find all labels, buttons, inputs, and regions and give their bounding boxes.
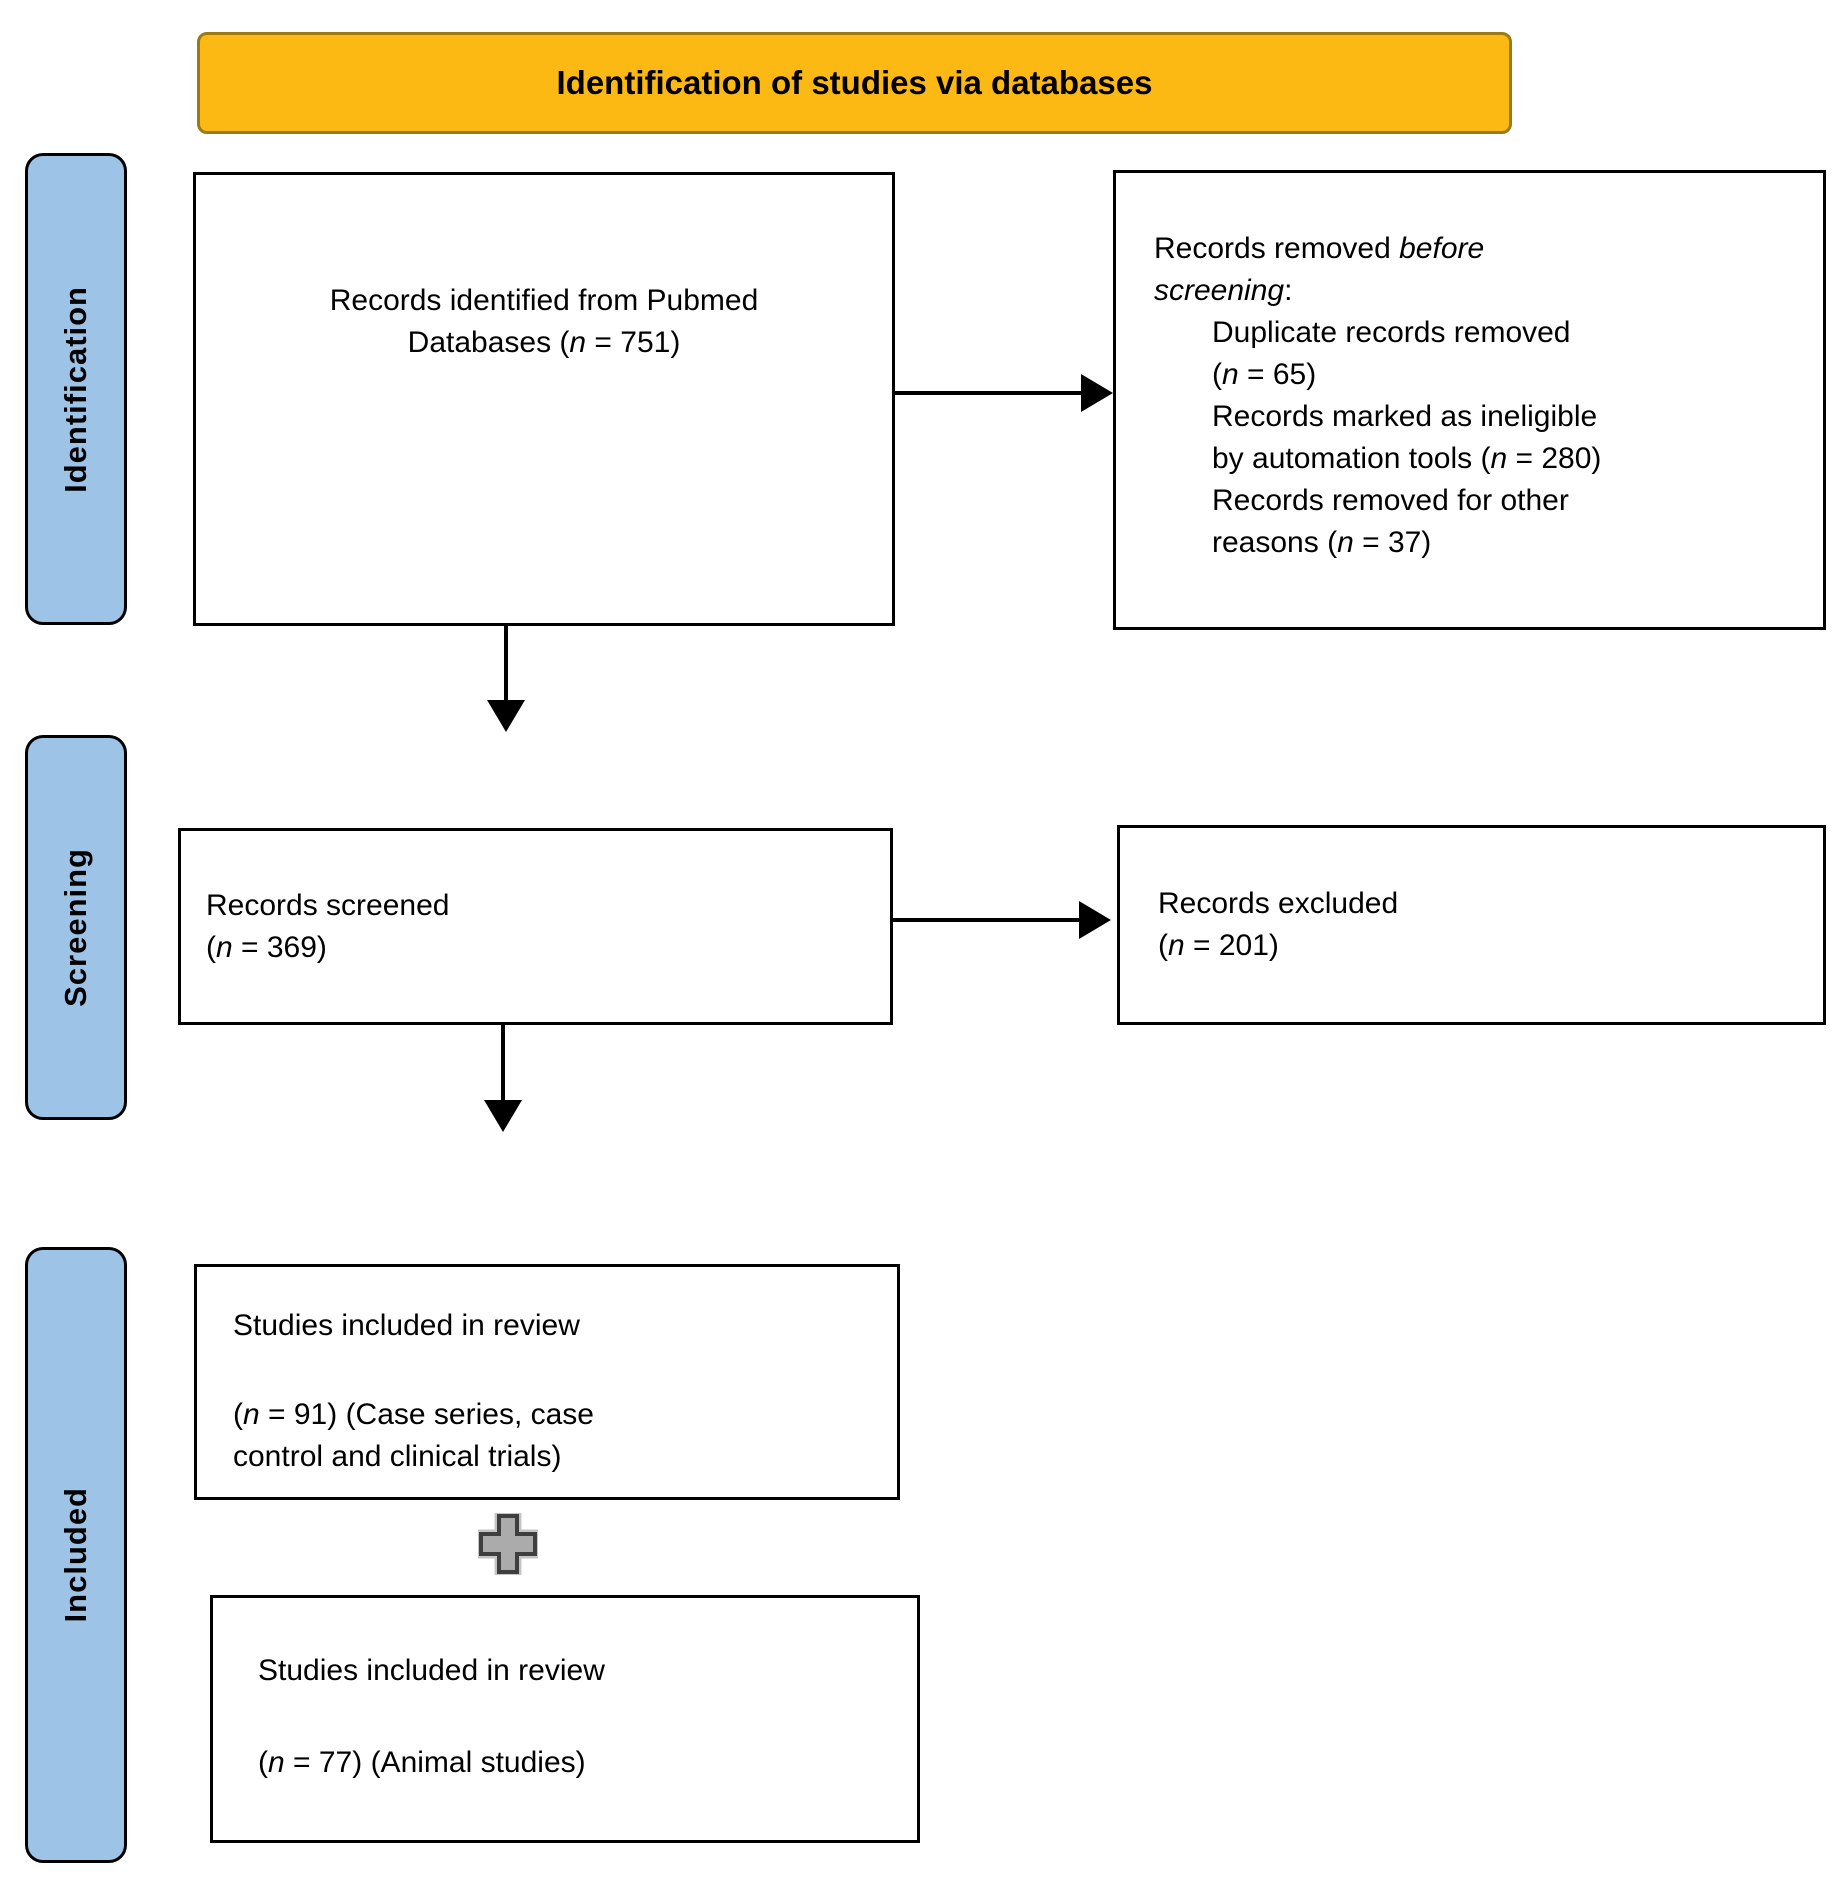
box-records-screened: Records screened (n = 369) <box>178 828 893 1025</box>
box-studies-included-review: Studies included in review (n = 91) (Cas… <box>194 1264 900 1500</box>
stage-label-included: Included <box>25 1247 127 1863</box>
stage-label-identification: Identification <box>25 153 127 625</box>
plus-icon <box>476 1511 540 1577</box>
studies-included-animal-line1: Studies included in review <box>258 1654 605 1687</box>
box-records-excluded: Records excluded (n = 201) <box>1117 825 1826 1025</box>
diagram-title-banner: Identification of studies via databases <box>197 32 1512 134</box>
records-identified-line1: Records identified from Pubmed <box>329 284 759 317</box>
studies-included-line2: (n = 91) (Case series, case <box>233 1398 594 1431</box>
box-records-removed: Records removed before screening: Duplic… <box>1113 170 1826 630</box>
studies-included-animal-line2: (n = 77) (Animal studies) <box>258 1746 586 1779</box>
removed-item-other-line2: reasons (n = 37) <box>1212 526 1432 559</box>
arrowhead-right-icon <box>1081 374 1113 412</box>
studies-included-line1: Studies included in review <box>233 1309 580 1342</box>
removed-item-other-line1: Records removed for other <box>1212 484 1569 517</box>
records-screened-line2: (n = 369) <box>206 930 327 964</box>
records-screened-line1: Records screened <box>206 888 450 922</box>
records-removed-items: Duplicate records removed (n = 65) Recor… <box>1212 312 1795 564</box>
arrow-line <box>893 918 1081 922</box>
records-removed-intro-line1: Records removed before <box>1154 232 1485 265</box>
records-excluded-line2: (n = 201) <box>1158 929 1279 962</box>
diagram-title: Identification of studies via databases <box>556 64 1153 101</box>
stage-label-screening: Screening <box>25 735 127 1120</box>
plus-icon-svg <box>476 1511 540 1577</box>
removed-item-duplicates-line2: (n = 65) <box>1212 358 1317 391</box>
removed-item-automation-line2: by automation tools (n = 280) <box>1212 442 1602 475</box>
arrowhead-right-icon <box>1079 901 1111 939</box>
arrowhead-down-icon <box>487 700 525 732</box>
removed-item-duplicates-line1: Duplicate records removed <box>1212 316 1571 349</box>
removed-item-automation-line1: Records marked as ineligible <box>1212 400 1598 433</box>
records-excluded-line1: Records excluded <box>1158 887 1399 920</box>
studies-included-line3: control and clinical trials) <box>233 1440 562 1473</box>
arrow-line <box>895 391 1083 395</box>
stage-label-screening-text: Screening <box>58 848 93 1007</box>
box-records-identified: Records identified from Pubmed Databases… <box>193 172 895 626</box>
arrow-line <box>504 626 508 702</box>
box-studies-included-animal: Studies included in review (n = 77) (Ani… <box>210 1595 920 1843</box>
records-removed-intro-line2: screening: <box>1154 274 1293 307</box>
arrow-line <box>501 1025 505 1102</box>
arrowhead-down-icon <box>484 1100 522 1132</box>
stage-label-included-text: Included <box>58 1487 93 1623</box>
records-identified-line2: Databases (n = 751) <box>407 326 681 359</box>
stage-label-identification-text: Identification <box>58 285 93 493</box>
